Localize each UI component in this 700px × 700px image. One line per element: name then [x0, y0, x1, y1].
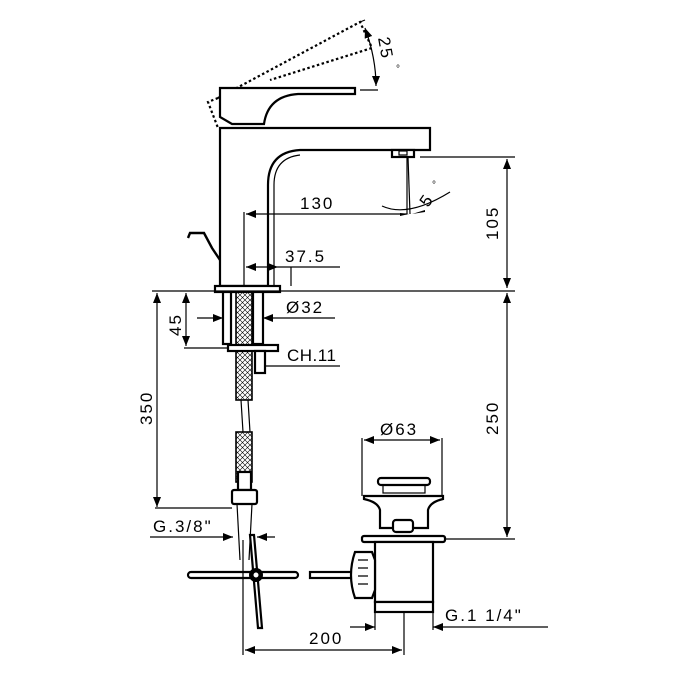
faucet-body [218, 126, 432, 288]
rod-nut [349, 550, 377, 600]
lever-handle [218, 86, 357, 126]
waste-flange [362, 494, 445, 530]
spout-reach-label: 130 [300, 194, 334, 213]
hose-middle [240, 399, 251, 433]
popup-rod-lever [186, 231, 221, 261]
body-diameter-label: Ø32 [286, 298, 324, 317]
waste-thread-dimension: G.1 1/4" [350, 606, 548, 631]
nut-size-dimension: CH.11 [265, 346, 340, 367]
waste-thread-section [373, 600, 435, 614]
shank-left-wall [221, 290, 233, 346]
waste-diameter-label: Ø63 [380, 420, 418, 439]
spout-offset-dimension: 37.5 [246, 247, 340, 286]
hose-tail [236, 503, 253, 561]
waste-height-dimension: 250 [445, 293, 515, 540]
svg-text:°: ° [396, 64, 402, 75]
lever-angle-label: 25 [374, 35, 397, 61]
nut-size-label: CH.11 [287, 346, 336, 365]
waste-cap [376, 476, 432, 487]
spout-angle-dimension: 5 ° [381, 156, 451, 216]
hose-length-dimension: 350 [137, 293, 232, 509]
popup-rod-assembly [186, 533, 354, 630]
spout-reach-dimension: 130 [243, 194, 407, 286]
rod-distance-dimension: 200 [242, 540, 405, 655]
aerator [390, 148, 416, 159]
hose-length-label: 350 [137, 391, 156, 425]
spout-offset-label: 37.5 [285, 247, 326, 266]
body-diameter-dimension: Ø32 [197, 298, 335, 322]
rod-distance-label: 200 [309, 629, 343, 648]
hose-connector-nut [230, 488, 259, 506]
hose-connection-dimension: G.3/8" [150, 517, 275, 541]
lever-angle-dimension: 25 ° [359, 19, 402, 91]
hose-crimp [236, 470, 253, 492]
spout-height-label: 105 [483, 206, 502, 240]
waste-body [373, 540, 435, 604]
threaded-rod [251, 290, 265, 346]
hose-connection-label: G.3/8" [153, 517, 213, 536]
popup-waste [349, 476, 447, 614]
deck-thickness-label: 45 [166, 313, 185, 336]
waste-diameter-dimension: Ø63 [361, 420, 443, 496]
spout-inner-line [273, 154, 301, 286]
waste-height-label: 250 [483, 401, 502, 435]
waste-thread-label: G.1 1/4" [445, 606, 523, 625]
stud [253, 349, 267, 375]
deck-thickness-dimension: 45 [166, 293, 228, 349]
spout-height-dimension: 105 [420, 156, 515, 288]
svg-text:°: ° [432, 180, 438, 191]
fixing-nut [226, 343, 280, 353]
